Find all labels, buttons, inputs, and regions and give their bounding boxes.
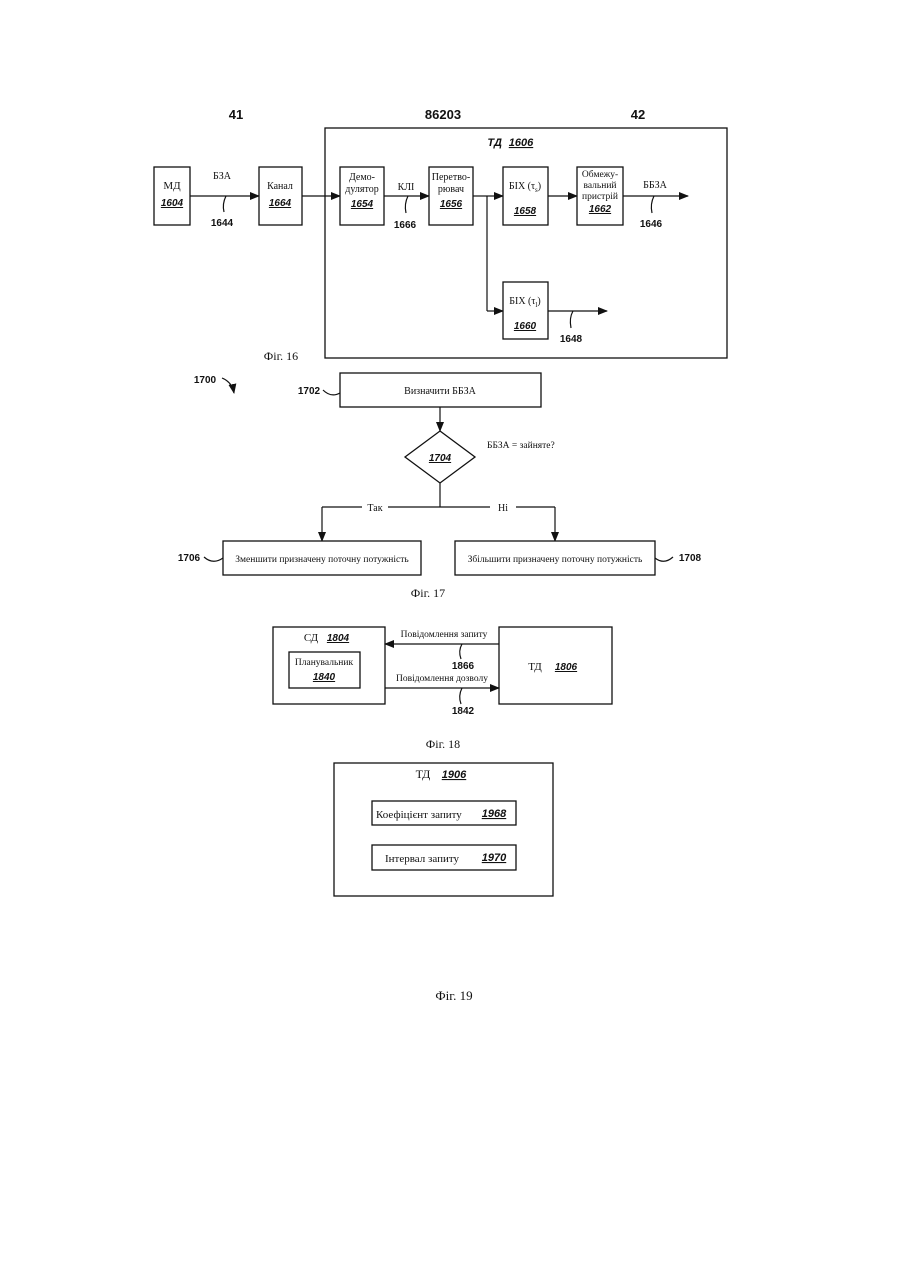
leader-1706 xyxy=(204,557,223,561)
demod-label-1: Демо- xyxy=(349,172,375,183)
ref-1866: 1866 xyxy=(452,661,475,672)
limiter-label-2: вальний xyxy=(584,180,617,191)
iir-long-number: 1660 xyxy=(514,321,537,332)
leader-1644 xyxy=(223,196,226,212)
figure-16: ТД 1606 МД 1604 БЗА 1644 Канал 1664 Демо… xyxy=(154,128,727,363)
figure-17: 1700 1702 Визначити ББЗА 1704 ББЗА = зай… xyxy=(178,373,702,600)
request-interval-number: 1970 xyxy=(482,852,507,864)
decision-question: ББЗА = зайняте? xyxy=(487,440,555,451)
ref-1708: 1708 xyxy=(679,553,702,564)
leader-1708 xyxy=(655,557,673,561)
td-1906-box xyxy=(334,763,553,896)
increase-power-text: Збільшити призначену поточну потужність xyxy=(468,554,643,565)
td-1606-label: ТД xyxy=(487,137,502,149)
fig17-caption: Фіг. 17 xyxy=(411,586,445,600)
md-label: МД xyxy=(163,180,181,192)
page-number-right: 42 xyxy=(631,107,645,122)
iir-short-number: 1658 xyxy=(514,206,537,217)
ref-1648: 1648 xyxy=(560,334,583,345)
leader-1866 xyxy=(460,644,462,659)
ref-1644: 1644 xyxy=(211,218,234,229)
fig19-caption: Фіг. 19 xyxy=(435,988,472,1003)
demod-label-2: дулятор xyxy=(345,184,378,195)
ref-1700: 1700 xyxy=(194,375,217,386)
page-number-left: 41 xyxy=(229,107,243,122)
md-1604-box xyxy=(154,167,190,225)
ref-1646: 1646 xyxy=(640,219,663,230)
sd-number: 1804 xyxy=(327,633,350,644)
leader-1842 xyxy=(460,688,462,704)
limiter-number: 1662 xyxy=(589,204,612,215)
limiter-label-1: Обмежу- xyxy=(582,169,618,180)
ref-1842: 1842 xyxy=(452,706,475,717)
no-label: Ні xyxy=(498,503,508,514)
leader-1700 xyxy=(222,378,234,393)
ref-1702: 1702 xyxy=(298,386,321,397)
scheduler-number: 1840 xyxy=(313,672,336,683)
leader-1702 xyxy=(323,390,340,395)
ref-1666: 1666 xyxy=(394,220,417,231)
converter-label-1: Перетво- xyxy=(432,172,470,183)
request-coef-number: 1968 xyxy=(482,808,507,820)
td-1606-number: 1606 xyxy=(509,137,534,149)
bbza-output-label: ББЗА xyxy=(643,180,667,191)
grant-msg-label: Повідомлення дозволу xyxy=(396,674,488,684)
converter-number: 1656 xyxy=(440,199,463,210)
td-1806-label: ТД xyxy=(528,661,542,673)
td-1906-number: 1906 xyxy=(442,769,467,781)
figure-19: ТД 1906 Коефіцієнт запиту 1968 Інтервал … xyxy=(334,763,553,1003)
kli-label: КЛІ xyxy=(398,182,415,193)
request-coef-label: Коефіцієнт запиту xyxy=(376,809,462,821)
ref-1706: 1706 xyxy=(178,553,201,564)
fig16-caption: Фіг. 16 xyxy=(264,349,298,363)
determine-bbza-text: Визначити ББЗА xyxy=(404,386,476,397)
channel-1664-box xyxy=(259,167,302,225)
request-interval-label: Інтервал запиту xyxy=(385,853,460,865)
limiter-label-3: пристрій xyxy=(582,191,618,202)
td-1806-number: 1806 xyxy=(555,662,578,673)
sd-label: СД xyxy=(304,632,319,644)
request-msg-label: Повідомлення запиту xyxy=(401,630,488,640)
figure-18: СД 1804 Планувальник 1840 ТД 1806 Повідо… xyxy=(273,627,612,751)
decision-number: 1704 xyxy=(429,453,452,464)
patent-number: 86203 xyxy=(425,107,461,122)
channel-number: 1664 xyxy=(269,198,292,209)
bza-label: БЗА xyxy=(213,171,232,182)
td-1906-label: ТД xyxy=(416,767,431,781)
scheduler-label: Планувальник xyxy=(295,658,354,668)
decrease-power-text: Зменшити призначену поточну потужність xyxy=(235,555,409,565)
converter-label-2: рювач xyxy=(438,184,464,195)
fig18-caption: Фіг. 18 xyxy=(426,737,460,751)
demod-number: 1654 xyxy=(351,199,374,210)
md-number: 1604 xyxy=(161,198,184,209)
channel-label: Канал xyxy=(267,181,293,192)
yes-label: Так xyxy=(367,503,382,514)
